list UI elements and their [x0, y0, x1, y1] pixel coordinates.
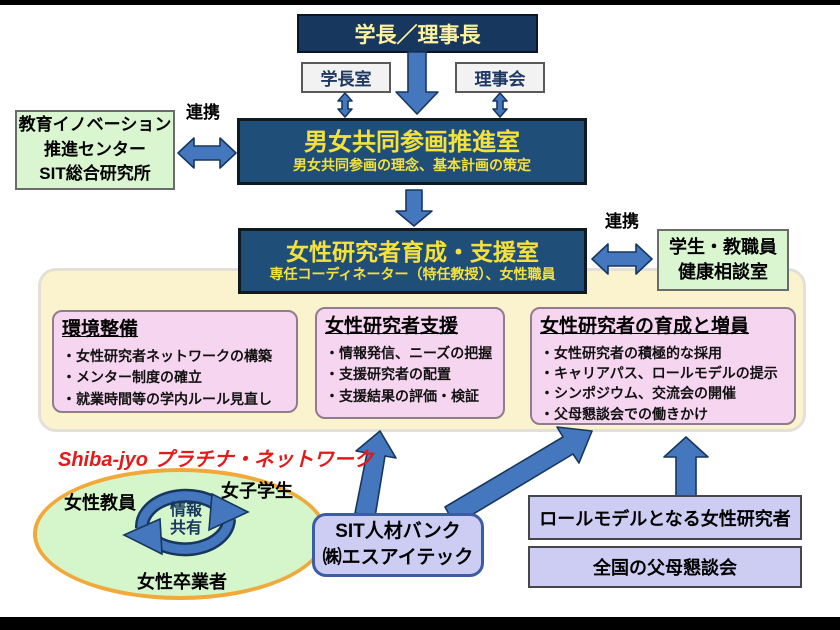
arrow-promotion-to-support	[395, 189, 433, 227]
program-growth-item: ・父母懇談会での働きかけ	[540, 405, 708, 422]
president-label: 学長／理事長	[354, 23, 481, 47]
president-office-box: 学長室	[301, 62, 391, 93]
program-growth-item: ・女性研究者の積極的な採用	[540, 344, 722, 361]
support-office-box: 女性研究者育成・支援室 専任コーディネーター（特任教授）、女性職員	[238, 228, 587, 294]
program-environment-item: ・メンター制度の確立	[62, 369, 202, 386]
program-environment-item: ・就業時間等の学内ルール見直し	[62, 391, 272, 408]
education-center-line2: 推進センター	[44, 139, 146, 159]
promotion-office-box: 男女共同参画推進室 男女共同参画の理念、基本計画の策定	[237, 118, 587, 185]
network-hub-label: 情報 共有	[156, 502, 216, 539]
education-center-box: 教育イノベーション 推進センター SIT総合研究所	[15, 110, 175, 190]
network-title-latin: Shiba-jyo	[58, 449, 149, 471]
arrow-rolemodels-to-growth	[663, 436, 709, 498]
network-member-faculty: 女性教員	[64, 493, 136, 513]
education-center-line3: SIT総合研究所	[39, 164, 151, 184]
program-support-item: ・支援結果の評価・検証	[325, 388, 479, 405]
network-title: Shiba-jyo プラチナ・ネットワーク	[58, 443, 374, 472]
parents-association-label: 全国の父母懇談会	[593, 558, 737, 578]
bottom-letterbox-bar	[0, 617, 840, 630]
program-growth-item: ・シンポジウム、交流会の開催	[540, 385, 736, 402]
health-room-line1: 学生・教職員	[669, 236, 777, 257]
support-office-title: 女性研究者育成・支援室	[286, 239, 539, 266]
network-hub-line1: 情報	[169, 502, 202, 519]
promotion-office-subtitle: 男女共同参画の理念、基本計画の策定	[293, 156, 531, 173]
role-models-box: ロールモデルとなる女性研究者	[528, 495, 802, 540]
network-member-alumnae: 女性卒業者	[137, 572, 227, 592]
parents-association-box: 全国の父母懇談会	[528, 546, 802, 588]
program-support-item: ・情報発信、ニーズの把握	[325, 344, 493, 361]
collaboration-label-left: 連携	[186, 103, 220, 122]
program-support-title: 女性研究者支援	[325, 316, 459, 337]
talent-bank-line1: SIT人材バンク	[335, 521, 461, 543]
education-center-line1: 教育イノベーション	[18, 115, 172, 135]
top-letterbox-bar	[0, 0, 840, 5]
arrow-board-link	[492, 92, 508, 118]
health-room-line2: 健康相談室	[678, 262, 768, 282]
program-growth-title: 女性研究者の育成と増員	[540, 316, 750, 337]
network-member-students: 女子学生	[221, 481, 293, 501]
program-environment-item: ・女性研究者ネットワークの構築	[62, 347, 272, 364]
president-office-label: 学長室	[320, 70, 372, 89]
program-environment-box: 環境整備 ・女性研究者ネットワークの構築 ・メンター制度の確立 ・就業時間等の学…	[52, 310, 298, 413]
program-environment-title: 環境整備	[62, 319, 139, 340]
network-hub-line2: 共有	[169, 520, 202, 538]
program-support-item: ・支援研究者の配置	[325, 366, 451, 383]
collaboration-label-right: 連携	[605, 212, 639, 231]
program-growth-item: ・キャリアパス、ロールモデルの提示	[540, 364, 778, 381]
board-label: 理事会	[474, 70, 526, 89]
role-models-label: ロールモデルとなる女性研究者	[539, 508, 791, 529]
talent-bank-line2: ㈱エスアイテック	[322, 547, 474, 568]
arrow-collab-left	[177, 137, 237, 169]
board-box: 理事会	[455, 62, 545, 93]
talent-bank-box: SIT人材バンク ㈱エスアイテック	[312, 513, 484, 577]
arrow-president-office-link	[337, 92, 353, 118]
program-growth-box: 女性研究者の育成と増員 ・女性研究者の積極的な採用 ・キャリアパス、ロールモデル…	[530, 307, 796, 425]
program-support-box: 女性研究者支援 ・情報発信、ニーズの把握 ・支援研究者の配置 ・支援結果の評価・…	[315, 307, 505, 419]
president-box: 学長／理事長	[297, 14, 538, 53]
promotion-office-title: 男女共同参画推進室	[304, 129, 520, 157]
network-title-kana: プラチナ・ネットワーク	[153, 449, 374, 471]
support-office-subtitle: 専任コーディネーター（特任教授）、女性職員	[269, 265, 556, 282]
health-room-box: 学生・教職員 健康相談室	[657, 229, 789, 291]
arrow-president-to-promotion	[395, 51, 439, 115]
